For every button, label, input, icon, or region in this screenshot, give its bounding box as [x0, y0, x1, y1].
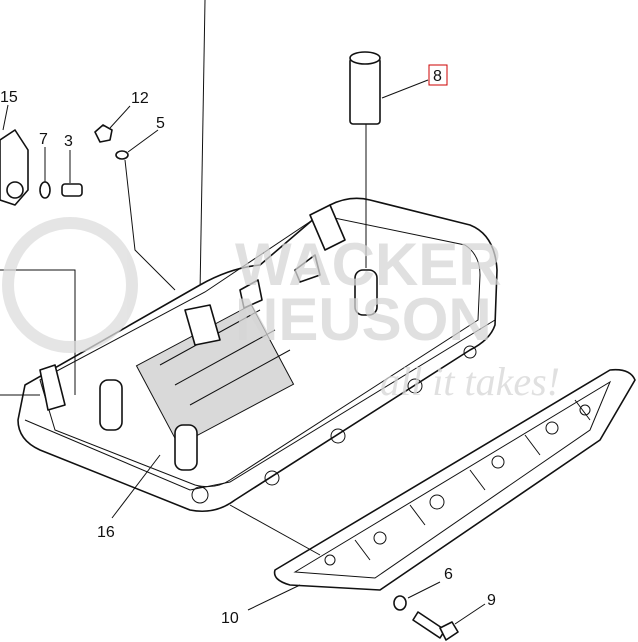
callout-10: 10: [221, 610, 239, 627]
callout-7: 7: [39, 131, 48, 148]
part-12-nut: [94, 124, 113, 143]
part-5-washer: [115, 150, 129, 160]
part-15-bracket: [0, 104, 76, 396]
callout-6: 6: [444, 566, 453, 583]
part-8-sleeve: [349, 51, 429, 268]
callout-16: 16: [97, 524, 115, 541]
part-3-screw: [61, 183, 83, 197]
watermark-slogan: all it takes!: [380, 359, 560, 404]
part-7-washer: [39, 181, 51, 199]
part-10-skid-rail: [229, 368, 636, 611]
callout-5: 5: [156, 115, 165, 132]
callout-3: 3: [64, 133, 73, 150]
callout-12: 12: [131, 90, 149, 107]
callout-8: 8: [433, 68, 442, 85]
callout-15: 15: [0, 89, 18, 106]
part-6-washer: [393, 595, 407, 611]
callout-8-box: [428, 64, 448, 86]
base-plate: [17, 197, 498, 513]
wacker-neuson-watermark: WACKER NEUSON all it takes!: [2, 217, 560, 404]
watermark-line1: WACKER: [235, 231, 502, 298]
watermark-line2: NEUSON: [235, 286, 492, 353]
part-9-bolt: [412, 611, 459, 641]
callout-9: 9: [487, 592, 496, 609]
